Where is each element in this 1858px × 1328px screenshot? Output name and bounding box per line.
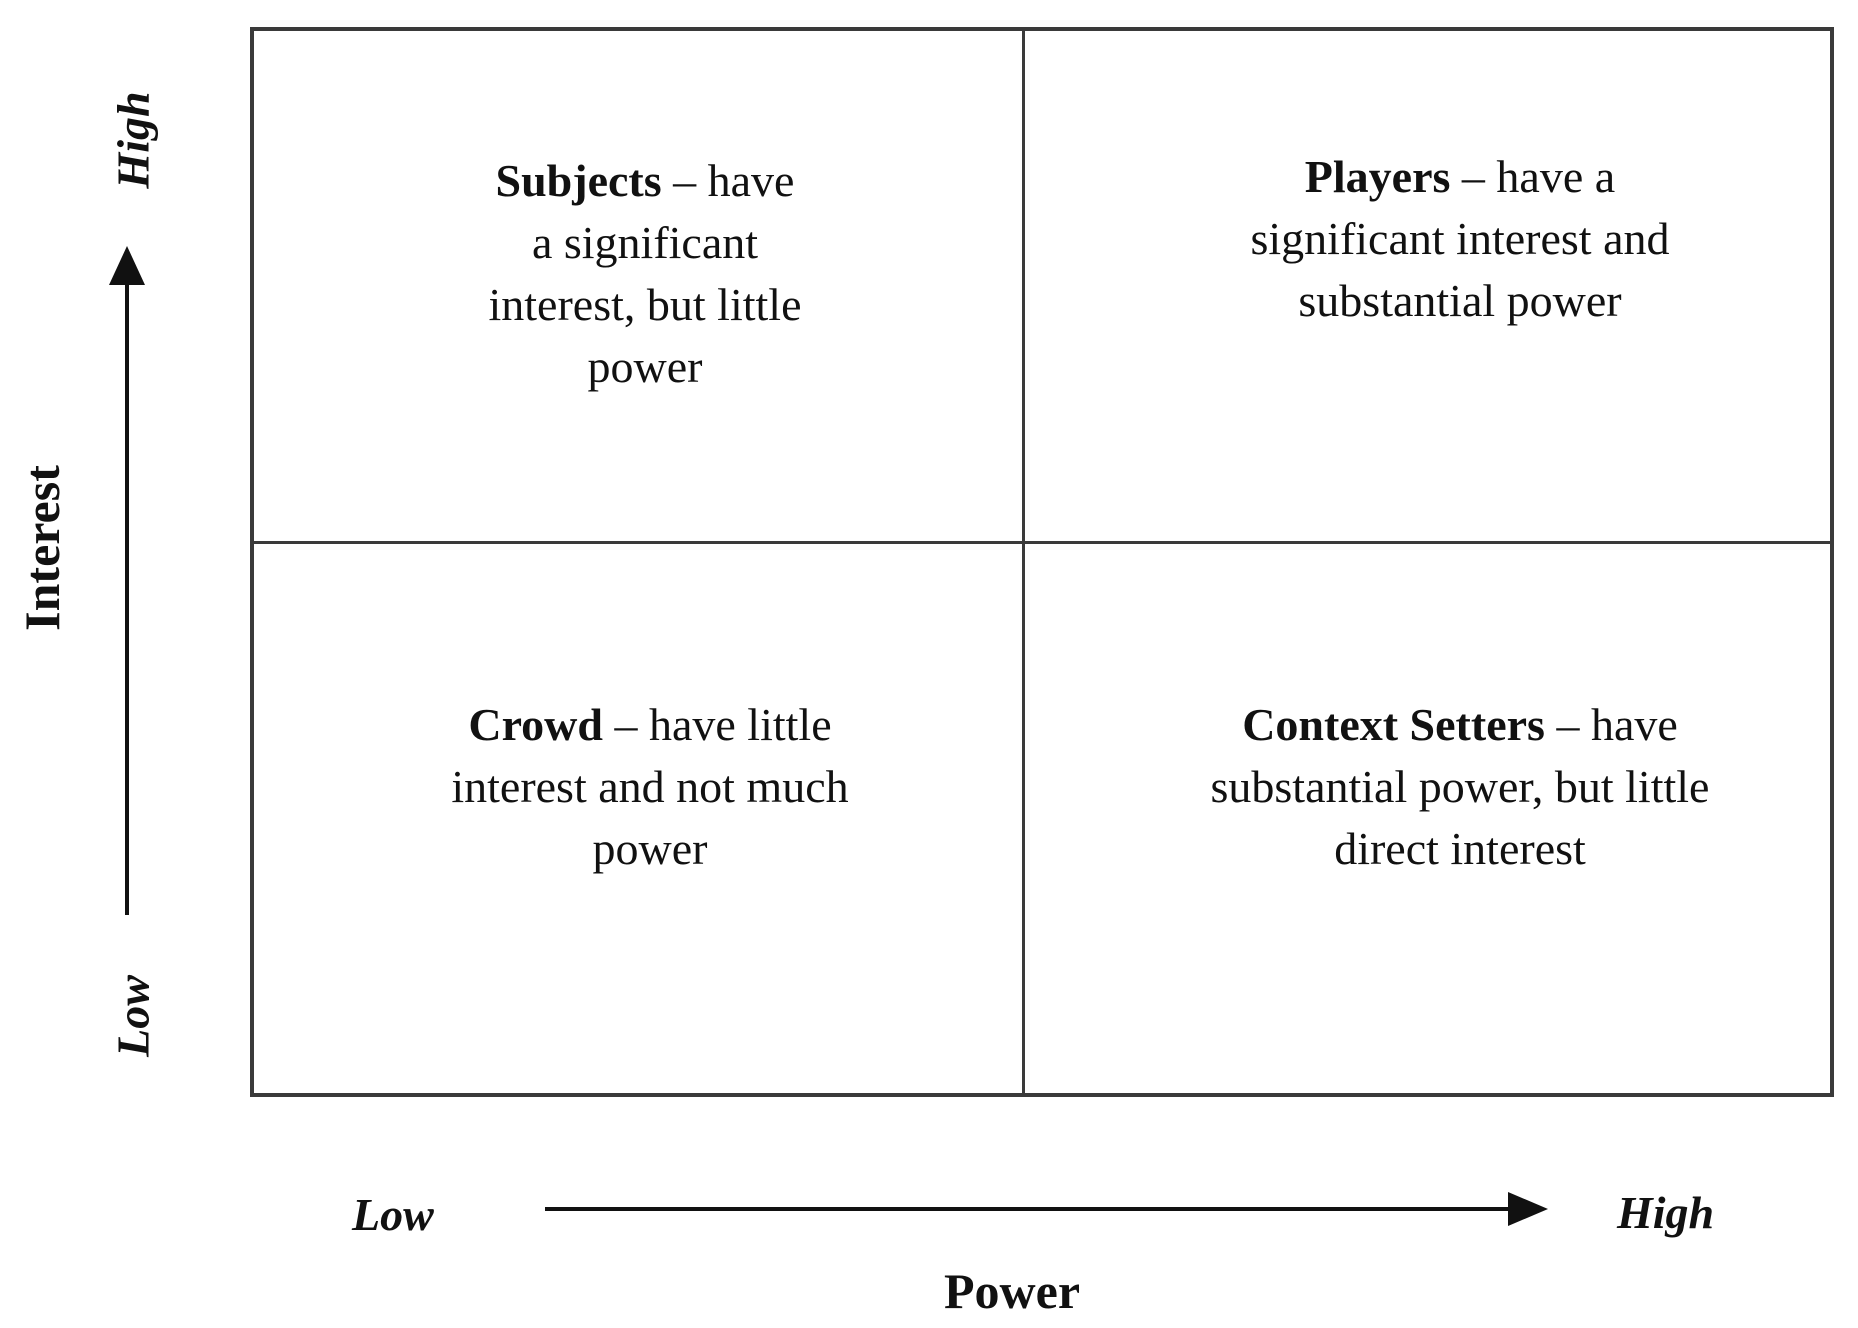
- quadrant-crowd-desc: have little interest and not much power: [451, 699, 849, 874]
- quadrant-players-name: Players: [1304, 151, 1451, 202]
- x-axis-arrow-head-icon: [1508, 1192, 1548, 1226]
- quadrant-context-setters-desc: have substantial power, but little direc…: [1210, 699, 1710, 874]
- matrix-frame: [250, 27, 1834, 1097]
- quadrant-subjects: Subjects – have a significant interest, …: [488, 155, 802, 392]
- quadrant-subjects-desc: have a significant interest, but little …: [488, 155, 802, 392]
- y-axis-arrow-head-icon: [109, 246, 145, 285]
- horizontal-divider: [250, 541, 1834, 544]
- vertical-divider: [1022, 27, 1025, 1097]
- quadrant-players: Players – have a significant interest an…: [1250, 151, 1670, 326]
- quadrant-players-desc: have a significant interest and substant…: [1250, 151, 1670, 326]
- quadrant-crowd-name: Crowd: [468, 699, 603, 750]
- quadrant-subjects-name: Subjects: [495, 155, 662, 206]
- x-axis-high-label: High: [1617, 1187, 1715, 1238]
- quadrant-crowd: Crowd – have little interest and not muc…: [451, 699, 849, 874]
- quadrant-context-setters-name: Context Setters: [1242, 699, 1545, 750]
- x-axis-low-label: Low: [352, 1189, 434, 1240]
- quadrant-context-setters: Context Setters – have substantial power…: [1210, 699, 1710, 874]
- x-axis-title: Power: [944, 1263, 1081, 1319]
